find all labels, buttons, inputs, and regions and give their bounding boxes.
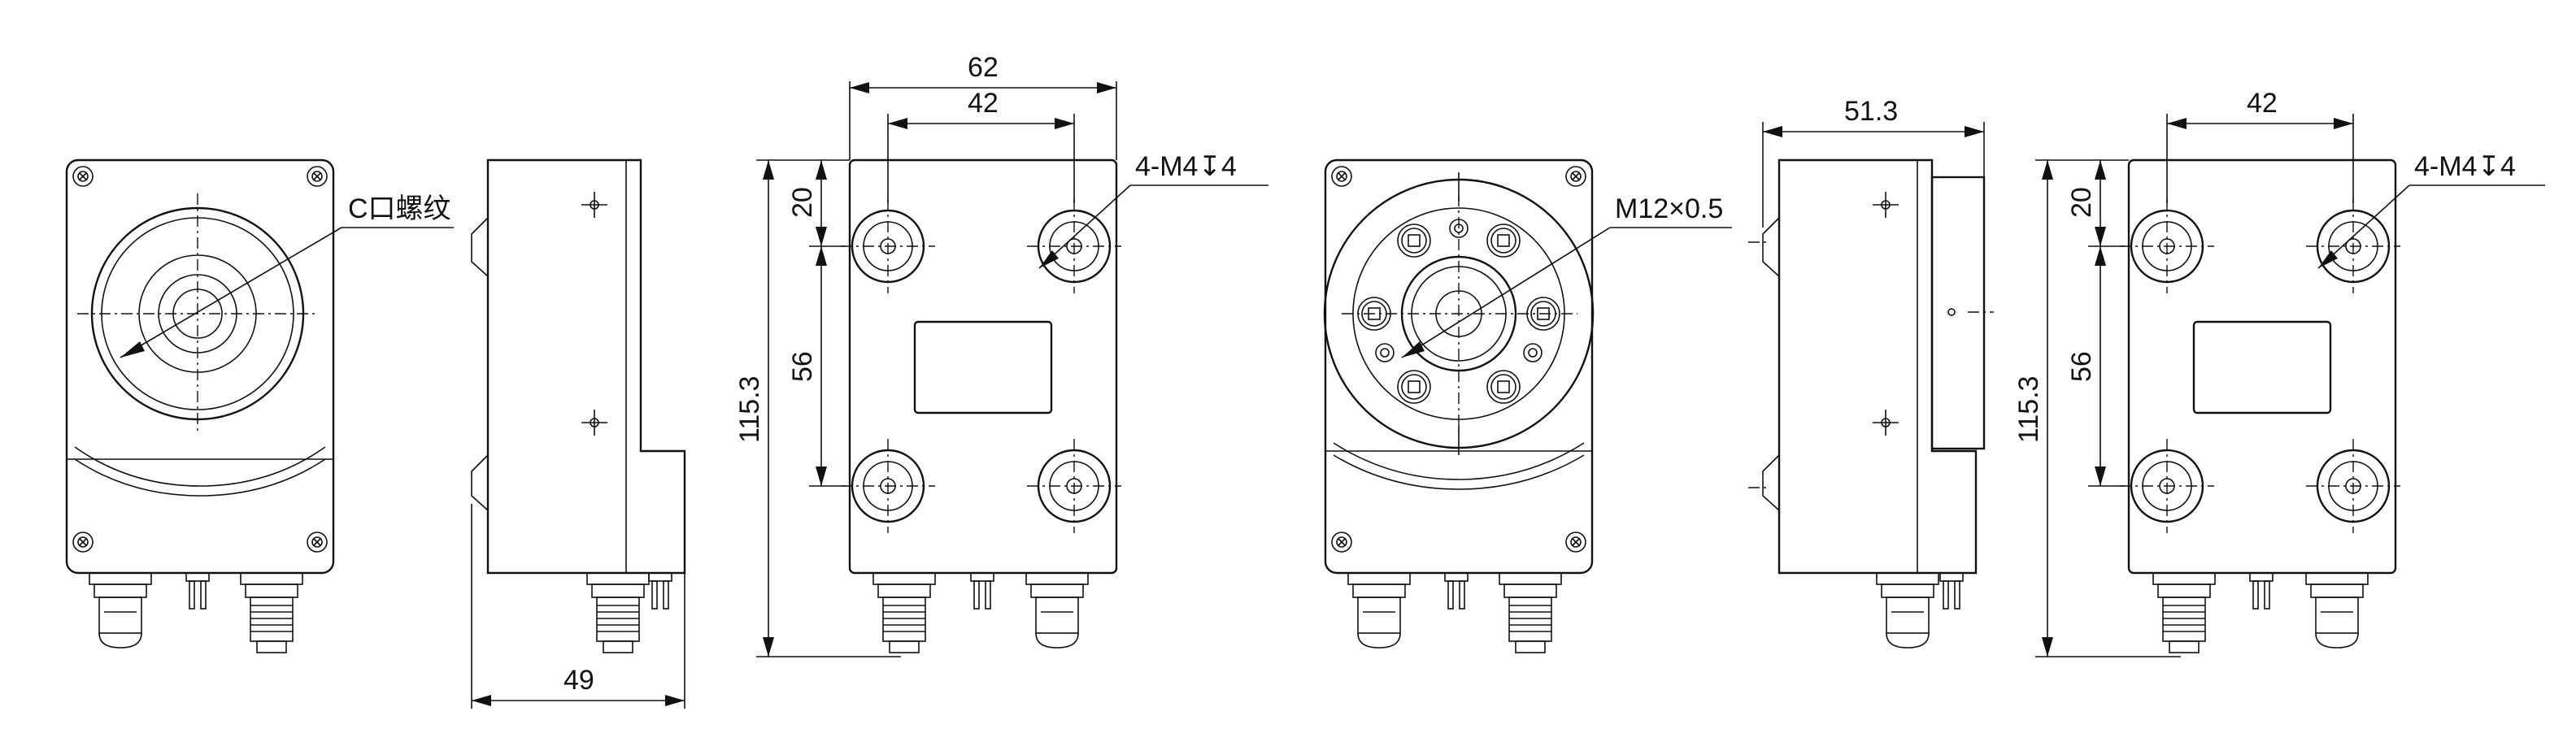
mounting-hole-icon xyxy=(1025,197,1123,295)
back-view-left: 62 42 20 56 115.3 4-M4↧4 xyxy=(734,52,1268,657)
mounting-hole-icon xyxy=(2304,197,2402,295)
connector-male-icon xyxy=(586,572,650,653)
connector-male-icon xyxy=(240,572,303,653)
center-mark-icon xyxy=(1872,191,1899,219)
screw-icon xyxy=(72,166,94,187)
hole-callout: 4-M4↧4 xyxy=(1135,151,1237,182)
pin-connector-icon xyxy=(185,572,210,610)
screw-icon xyxy=(72,532,94,553)
hole-callout: 4-M4↧4 xyxy=(2414,151,2516,182)
connector-male-icon xyxy=(872,572,936,653)
connector-male-icon xyxy=(2152,572,2216,653)
depth-dimension: 51.3 xyxy=(1844,96,1898,127)
side-view-left: 49 xyxy=(471,158,686,709)
connector-female-icon xyxy=(1025,572,1089,649)
screw-icon xyxy=(307,532,328,553)
led-icon xyxy=(1397,223,1431,258)
center-mark-icon xyxy=(581,409,608,436)
center-mark-icon xyxy=(1872,409,1899,436)
mounting-hole-icon xyxy=(1025,437,1123,535)
led-icon xyxy=(1397,370,1431,404)
connector-female-icon xyxy=(89,572,152,649)
pin-connector-icon xyxy=(970,572,994,610)
width-dimension: 49 xyxy=(564,665,594,696)
back-view-right: 42 20 56 115.3 4-M4↧4 xyxy=(2013,88,2545,657)
mounting-hole-icon xyxy=(839,437,937,535)
front-lens-view: C口螺纹 xyxy=(65,158,454,653)
center-mark-icon xyxy=(581,191,608,219)
connector-female-icon xyxy=(2305,572,2369,649)
led-icon xyxy=(1486,370,1521,404)
hole-vertical-dimension: 56 xyxy=(2066,351,2097,382)
led-icon xyxy=(1486,223,1521,258)
overall-width-dimension: 62 xyxy=(968,52,999,83)
top-offset-dimension: 20 xyxy=(787,187,818,218)
hole-spacing-dimension: 42 xyxy=(968,88,999,119)
connector-male-icon xyxy=(1499,572,1562,653)
screw-icon xyxy=(1565,166,1586,187)
screw-icon xyxy=(1331,166,1352,187)
connector-female-icon xyxy=(1347,572,1411,649)
pin-connector-icon xyxy=(648,572,672,610)
side-view-right: 51.3 xyxy=(1748,96,1994,649)
pin-connector-icon xyxy=(2249,572,2274,610)
overall-height-dimension: 115.3 xyxy=(734,375,765,443)
mounting-hole-icon xyxy=(2118,197,2216,295)
thread-label: M12×0.5 xyxy=(1615,193,1723,224)
front-light-view: M12×0.5 xyxy=(1323,158,1732,653)
hole-spacing-dimension: 42 xyxy=(2247,88,2278,119)
pin-connector-icon xyxy=(1939,572,1964,610)
screw-icon xyxy=(1331,532,1352,553)
screw-icon xyxy=(307,166,328,187)
mounting-hole-icon xyxy=(2118,437,2216,535)
thread-label: C口螺纹 xyxy=(348,193,451,224)
hole-vertical-dimension: 56 xyxy=(787,351,818,382)
overall-height-dimension: 115.3 xyxy=(2013,375,2044,443)
connector-female-icon xyxy=(1876,572,1939,649)
top-offset-dimension: 20 xyxy=(2066,187,2097,218)
screw-icon xyxy=(1565,532,1586,553)
pin-connector-icon xyxy=(1444,572,1469,610)
mounting-hole-icon xyxy=(2304,437,2402,535)
mounting-hole-icon xyxy=(839,197,937,295)
